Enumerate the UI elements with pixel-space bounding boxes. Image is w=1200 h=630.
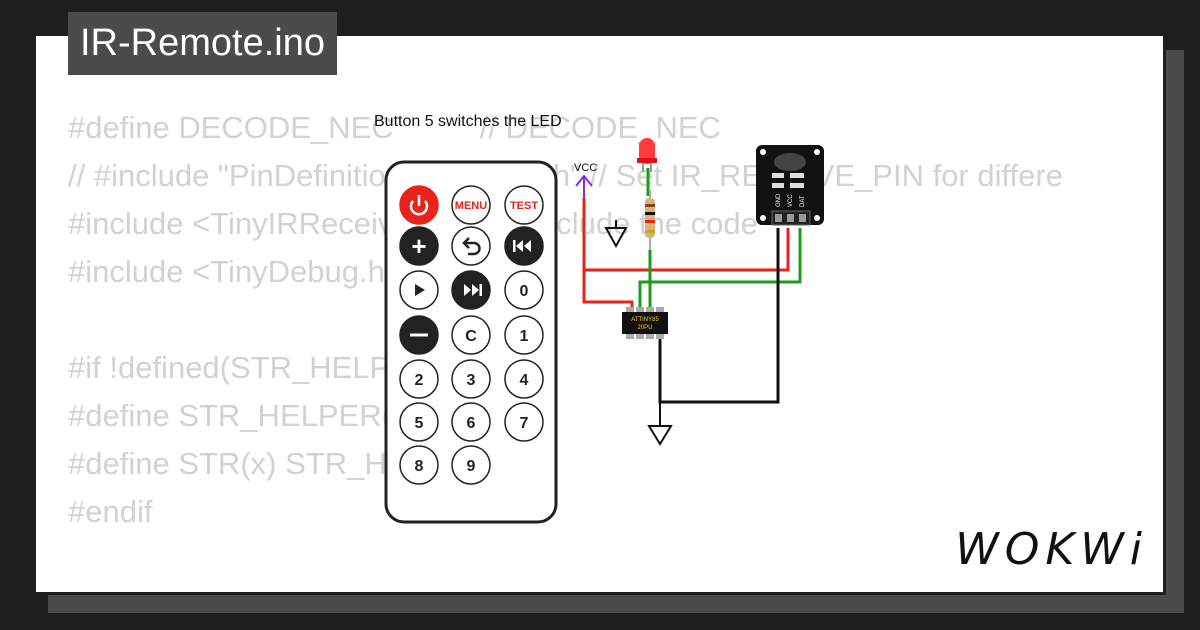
remote-button-label: 9 <box>467 458 476 475</box>
wokwi-logo: WOKWi <box>955 524 1148 575</box>
resistor <box>645 190 655 250</box>
remote-button-8[interactable]: 8 <box>399 445 439 485</box>
remote-button-c[interactable]: C <box>451 315 491 355</box>
ir-remote: MENU TEST +0C 1 2 3 4 5 6 7 8 9 <box>384 160 558 524</box>
remote-button-label: MENU <box>455 200 487 212</box>
remote-button-4[interactable]: 4 <box>504 359 544 399</box>
power-icon <box>409 200 429 216</box>
wire-red-vcc-chip <box>582 270 634 312</box>
remote-button-label: 5 <box>415 415 424 432</box>
remote-button-back[interactable] <box>451 226 491 266</box>
receiver-pin-dat: DAT <box>800 195 806 207</box>
circuit-caption: Button 5 switches the LED <box>374 113 562 130</box>
remote-button-power[interactable] <box>399 185 439 225</box>
remote-button-label: 7 <box>520 415 529 432</box>
remote-button-test[interactable]: TEST <box>504 185 544 225</box>
wire-black-gnd <box>658 228 780 404</box>
receiver-pin-gnd: GND <box>776 193 782 207</box>
remote-button-label: 4 <box>520 372 529 389</box>
remote-button-label: 2 <box>415 372 424 389</box>
remote-button-menu[interactable]: MENU <box>451 185 491 225</box>
remote-button-7[interactable]: 7 <box>504 402 544 442</box>
remote-button-label: 0 <box>520 283 529 300</box>
vcc-symbol: VCC <box>574 162 597 198</box>
wire-green-data <box>638 228 802 312</box>
project-card[interactable]: #define DECODE_NEC // DECODE_NEC// #incl… <box>33 33 1166 595</box>
ground-symbol-main <box>647 402 673 446</box>
remote-button-plus[interactable]: + <box>399 226 439 266</box>
chip-label-1: ATTINY85 <box>631 317 659 323</box>
remote-button-label: C <box>465 328 477 345</box>
remote-button-label: 3 <box>467 372 476 389</box>
minus-icon <box>410 333 428 337</box>
ir-receiver-module: GND VCC DAT <box>756 145 824 226</box>
rewind-icon <box>516 240 523 252</box>
remote-button-3[interactable]: 3 <box>451 359 491 399</box>
back-icon <box>464 241 481 256</box>
remote-button-label: TEST <box>510 200 538 212</box>
play-icon <box>415 284 425 296</box>
code-line: #endif <box>68 494 153 529</box>
remote-button-2[interactable]: 2 <box>399 359 439 399</box>
remote-button-prev[interactable] <box>504 226 544 266</box>
code-line: #include <TinyDebug.h> <box>68 254 403 289</box>
code-line: #define DECODE_NEC // DECODE_NEC <box>68 110 721 145</box>
remote-button-label: 6 <box>467 415 476 432</box>
remote-button-9[interactable]: 9 <box>451 445 491 485</box>
wire-red-vcc-receiver <box>582 198 790 272</box>
remote-button-play[interactable] <box>399 270 439 310</box>
remote-button-5[interactable]: 5 <box>399 402 439 442</box>
vcc-label: VCC <box>574 162 597 174</box>
remote-button-minus[interactable] <box>399 315 439 355</box>
remote-button-label: + <box>411 231 426 261</box>
fast-forward-icon <box>464 284 471 296</box>
project-title: IR-Remote.ino <box>68 12 337 75</box>
ground-symbol-led <box>604 220 628 249</box>
chip-label-2: 20PU <box>637 325 652 331</box>
remote-button-1[interactable]: 1 <box>504 315 544 355</box>
remote-button-next[interactable] <box>451 270 491 310</box>
remote-button-6[interactable]: 6 <box>451 402 491 442</box>
remote-button-0[interactable]: 0 <box>504 270 544 310</box>
receiver-pin-vcc: VCC <box>788 194 794 207</box>
remote-button-label: 8 <box>415 458 424 475</box>
red-led <box>637 138 657 172</box>
remote-button-label: 1 <box>520 328 529 345</box>
attiny85-chip: ATTINY85 20PU <box>622 307 668 339</box>
